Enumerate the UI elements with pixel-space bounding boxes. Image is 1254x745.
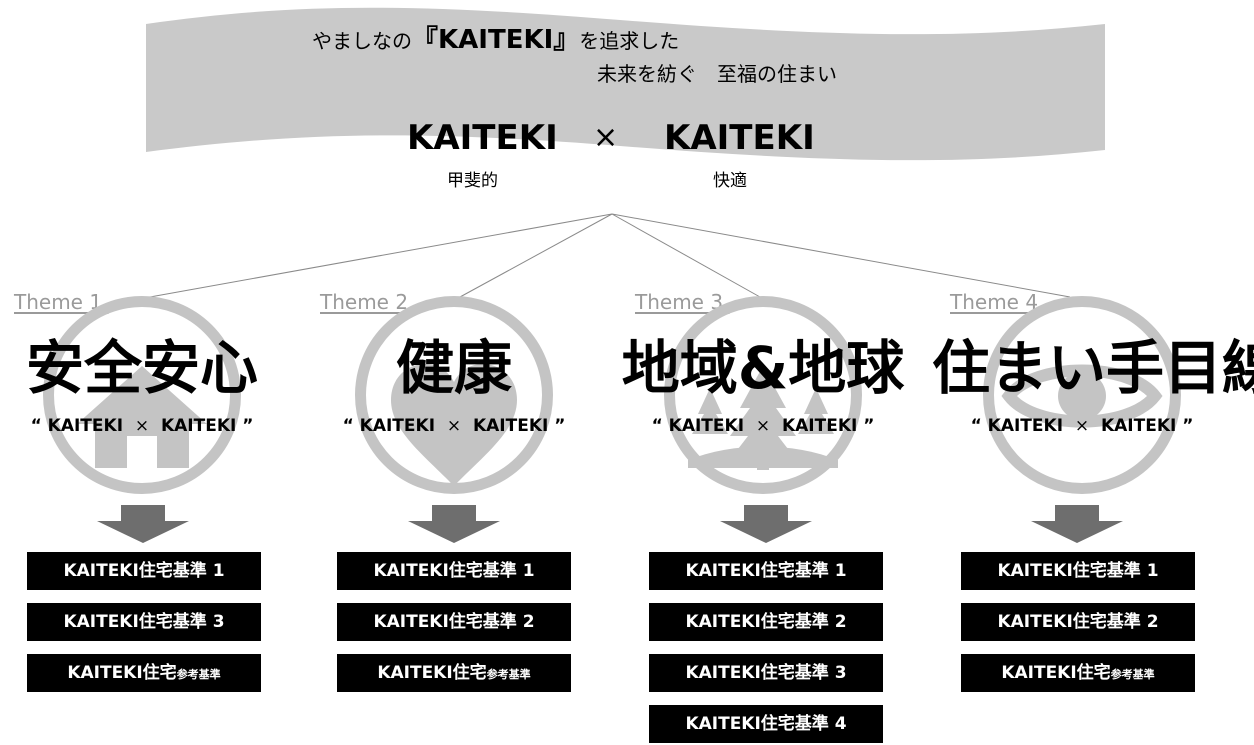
badge-text: KAITEKI住宅 [1001,663,1111,683]
headline-close-bracket: 』 [553,25,580,55]
standard-badge: KAITEKI住宅基準 1 [337,552,571,590]
standard-badge: KAITEKI住宅基準 3 [649,654,883,692]
badge-text: KAITEKI住宅基準 4 [685,714,847,734]
theme-subtitle: “ KAITEKI × KAITEKI ” [621,415,905,437]
subtitle-close: KAITEKI ” [1100,416,1194,436]
kaiteki-left-kanji: 甲斐的 [447,171,498,191]
kaiteki-left-word: KAITEKI [407,118,558,158]
standard-badge: KAITEKI住宅参考基準 [27,654,261,692]
subtitle-close: KAITEKI ” [472,416,566,436]
badge-text: KAITEKI住宅基準 1 [63,561,225,581]
theme-subtitle: “ KAITEKI × KAITEKI ” [312,415,596,437]
heart-icon [391,364,517,486]
banner-ribbon [146,7,1105,161]
theme-subtitle: “ KAITEKI × KAITEKI ” [940,415,1224,437]
standard-badge: KAITEKI住宅基準 1 [27,552,261,590]
standard-badge: KAITEKI住宅参考基準 [337,654,571,692]
theme-circle [43,296,241,494]
banner-headline: やましなの『KAITEKI』を追求した [312,25,680,55]
house-icon [77,366,207,468]
subtitle-close: KAITEKI ” [781,416,875,436]
badge-suffix: 参考基準 [1110,668,1155,681]
banner-shape [146,7,1105,161]
subtitle-open: “ KAITEKI [342,416,436,436]
subtitle-times: × [755,416,771,436]
standard-badge: KAITEKI住宅参考基準 [961,654,1195,692]
kaiteki-times-sign: × [593,120,619,155]
down-arrow-icon [97,505,189,543]
headline-suffix: を追求した [579,29,680,53]
theme-title: 安全安心 [25,334,258,402]
standard-badge: KAITEKI住宅基準 2 [961,603,1195,641]
subtitle-times: × [1074,416,1090,436]
theme-label: Theme 2. [320,290,415,314]
headline-prefix: やましなの [312,29,412,53]
subtitle-open: “ KAITEKI [30,416,124,436]
connector-line-1 [149,213,613,298]
standard-badge: KAITEKI住宅基準 4 [649,705,883,743]
subtitle-close: KAITEKI ” [160,416,254,436]
standard-badge: KAITEKI住宅基準 3 [27,603,261,641]
badge-text: KAITEKI住宅基準 2 [997,612,1159,632]
subtitle-times: × [446,416,462,436]
banner-subheadline: 未来を紡ぐ 至福の住まい [597,62,837,86]
theme-title: 地域&地球 [621,334,905,402]
kaiteki-right-kanji: 快適 [713,171,747,191]
subtitle-times: × [134,416,150,436]
badge-text: KAITEKI住宅基準 2 [685,612,847,632]
badge-text: KAITEKI住宅基準 2 [373,612,535,632]
theme-circle [355,296,553,494]
standard-badge: KAITEKI住宅基準 1 [961,552,1195,590]
theme-title: 住まい手目線 [932,334,1254,402]
badge-text: KAITEKI住宅基準 1 [373,561,535,581]
down-arrow-icon [720,505,812,543]
theme-title: 健康 [395,334,512,402]
subtitle-open: “ KAITEKI [970,416,1064,436]
badge-suffix: 参考基準 [486,668,531,681]
theme-circle [983,296,1181,494]
down-arrow-icon [1031,505,1123,543]
standard-badge: KAITEKI住宅基準 2 [337,603,571,641]
connector-line-2 [459,213,613,298]
standard-badge: KAITEKI住宅基準 2 [649,603,883,641]
badge-text: KAITEKI住宅基準 3 [63,612,225,632]
connector-line-3 [611,213,761,298]
badge-suffix: 参考基準 [176,668,221,681]
standard-badge: KAITEKI住宅基準 1 [649,552,883,590]
theme-circle [664,296,862,494]
kaiteki-right-word: KAITEKI [664,118,815,158]
subtitle-open: “ KAITEKI [651,416,745,436]
headline-keyword: KAITEKI [438,25,554,55]
eye-icon [1001,364,1163,428]
trees-icon [688,366,838,470]
theme-subtitle: “ KAITEKI × KAITEKI ” [0,415,284,437]
down-arrow-icon [408,505,500,543]
badge-text: KAITEKI住宅 [377,663,487,683]
badge-text: KAITEKI住宅 [67,663,177,683]
badge-text: KAITEKI住宅基準 1 [997,561,1159,581]
headline-open-bracket: 『 [412,25,439,55]
badge-text: KAITEKI住宅基準 1 [685,561,847,581]
connector-line-4 [611,213,1071,298]
badge-text: KAITEKI住宅基準 3 [685,663,847,683]
